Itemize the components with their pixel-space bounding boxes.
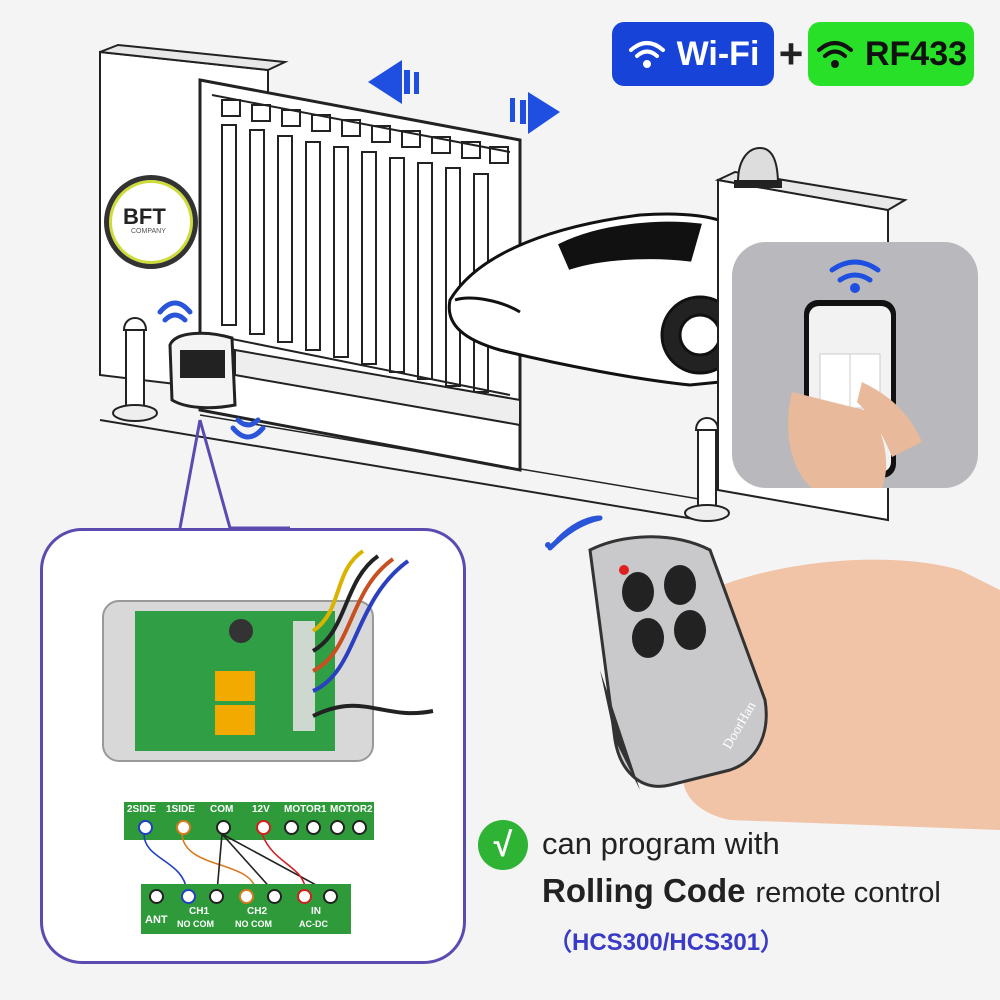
terminal-in-sub: AC-DC	[299, 919, 328, 929]
pin	[323, 889, 338, 904]
pin	[256, 820, 271, 835]
pin	[306, 820, 321, 835]
check-icon: √	[478, 820, 528, 870]
receiver-board-panel	[40, 528, 466, 964]
pin	[267, 889, 282, 904]
rf-label: RF433	[864, 34, 968, 73]
terminal-motor1: MOTOR1	[284, 804, 327, 815]
terminal-ch2: CH2	[247, 906, 268, 917]
terminal-wiring	[143, 833, 330, 893]
bft-logo: BFT COMPANY	[104, 175, 198, 269]
phone-app-panel	[732, 242, 978, 488]
terminal-ch1: CH1	[189, 906, 210, 917]
pin	[149, 889, 164, 904]
caption-rolling-code: Rolling Code	[542, 872, 746, 909]
wifi-label: Wi-Fi	[676, 34, 760, 73]
terminal-motor2: MOTOR2	[330, 804, 373, 815]
terminal-12v: 12V	[252, 804, 270, 815]
pin	[297, 889, 312, 904]
pin	[209, 889, 224, 904]
receiver-board	[102, 549, 434, 762]
terminal-ch2-sub: NO COM	[235, 919, 272, 929]
caption-remote-control: remote control	[755, 877, 941, 909]
terminal-strip-top: 2SIDE 1SIDE COM 12V MOTOR1 MOTOR2	[124, 802, 374, 840]
signal-icon	[816, 41, 853, 68]
plus-sign: +	[778, 30, 804, 77]
logo-sub: COMPANY	[131, 228, 166, 235]
terminal-com: COM	[210, 804, 234, 815]
remote-in-hand: DoorHan	[588, 535, 1000, 830]
caption-line2: Rolling Code remote control	[542, 872, 941, 910]
phone-illustration	[788, 259, 922, 488]
pin	[181, 889, 196, 904]
pin	[138, 820, 153, 835]
pin	[176, 820, 191, 835]
pin	[284, 820, 299, 835]
terminal-strip-bottom: ANT CH1 NO COM CH2 NO COM IN AC-DC	[141, 884, 351, 934]
terminal-2side: 2SIDE	[127, 804, 156, 815]
rf-badge: RF433	[808, 22, 974, 86]
pin	[330, 820, 345, 835]
wifi-icon	[628, 41, 665, 68]
terminal-in: IN	[311, 906, 321, 917]
caption-line1: can program with	[542, 826, 780, 861]
pin	[239, 889, 254, 904]
pin	[352, 820, 367, 835]
terminal-1side: 1SIDE	[166, 804, 195, 815]
terminal-ant: ANT	[145, 914, 168, 926]
caption-models: （HCS300/HCS301）	[548, 929, 785, 956]
logo-name: BFT	[123, 204, 166, 229]
terminal-ch1-sub: NO COM	[177, 919, 214, 929]
wifi-badge: Wi-Fi	[612, 22, 774, 86]
